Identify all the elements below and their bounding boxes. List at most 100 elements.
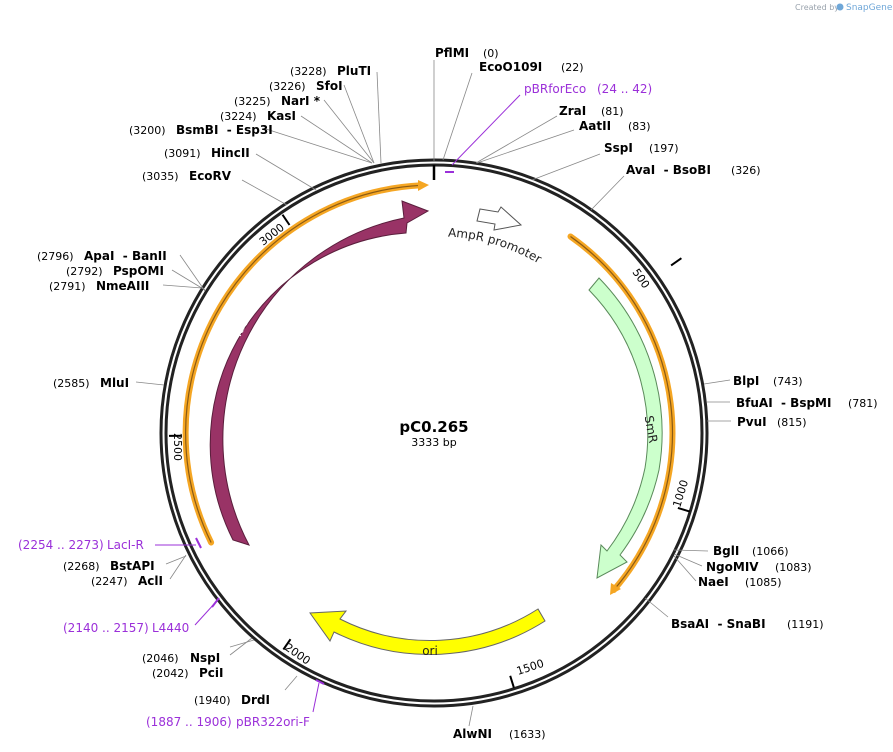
enzyme-position: (3224) (220, 110, 257, 123)
enzyme-position: (3226) (269, 80, 306, 93)
leader-pluti (376, 71, 382, 164)
enzyme-nmeaiii[interactable]: NmeAIII (2791) (49, 279, 149, 293)
enzyme-position: (3200) (129, 124, 166, 137)
enzyme-zrai[interactable]: ZraI (81) (559, 104, 624, 118)
leader-bsmbi (265, 128, 373, 164)
primer-laci-r[interactable]: (2254 .. 2273) LacI-R (18, 538, 144, 552)
enzyme-bsmbi-esp3i[interactable]: BsmBI - Esp3I (3200) (129, 123, 273, 137)
laci-highlight-arrowhead (418, 180, 429, 191)
enzyme-position: (326) (731, 164, 761, 177)
enzyme-avai-bsobi[interactable]: AvaI - BsoBI (326) (626, 163, 761, 177)
enzyme-position: (3228) (290, 65, 327, 78)
enzyme-ngomiv[interactable]: NgoMIV (1083) (706, 560, 812, 574)
enzyme-position: (2796) (37, 250, 74, 263)
ampr-promoter-arrow[interactable] (476, 206, 523, 231)
enzyme-hincii[interactable]: HincII (3091) (164, 146, 250, 160)
enzyme-name: KasI (267, 109, 296, 123)
enzyme-position: (3091) (164, 147, 201, 160)
enzyme-naei[interactable]: NaeI (1085) (698, 575, 782, 589)
primer-leader-lines (155, 94, 521, 713)
enzyme-name: NgoMIV (706, 560, 759, 574)
enzyme-aatii[interactable]: AatII (83) (579, 119, 651, 133)
enzyme-name: NarI * (281, 94, 321, 108)
enzyme-position: (1940) (194, 694, 231, 707)
credit-prefix: Created by (795, 3, 839, 12)
primer-marker-laci-r (195, 537, 202, 549)
enzyme-position: (2247) (91, 575, 128, 588)
leader-pbr322ori-f (312, 682, 320, 713)
enzyme-drdi[interactable]: DrdI (1940) (194, 693, 270, 707)
enzyme-position: (2585) (53, 377, 90, 390)
enzyme-position: (2792) (66, 265, 103, 278)
highlight-arcs (182, 180, 676, 595)
enzyme-apai-banii[interactable]: ApaI - BanII (2796) (37, 249, 167, 263)
leader-mlui (135, 381, 165, 386)
leader-kasi (300, 115, 373, 164)
enzyme-position: (197) (649, 142, 679, 155)
snapgene-logo-icon (836, 3, 844, 11)
primer-l4440[interactable]: (2140 .. 2157) L4440 (63, 621, 189, 635)
enzyme-ecorv[interactable]: EcoRV (3035) (142, 169, 232, 183)
primer-pbrforeco[interactable]: pBRforEco (24 .. 42) (524, 82, 652, 96)
leader-ngomiv (673, 553, 703, 567)
enzyme-position: (1191) (787, 618, 824, 631)
primer-name: pBRforEco (524, 82, 586, 96)
enzyme-name: PciI (199, 666, 224, 680)
enzyme-name: PflMI (435, 46, 469, 60)
leader-pcii (229, 639, 255, 648)
leader-avai (590, 175, 625, 211)
laci-arrow[interactable] (209, 200, 430, 546)
enzyme-kasi[interactable]: KasI (3224) (220, 109, 296, 123)
enzyme-pvui[interactable]: PvuI (815) (737, 415, 807, 429)
enzyme-name: MluI (100, 376, 129, 390)
primer-name: pBR322ori-F (236, 715, 310, 729)
tick-mark-1000 (677, 506, 691, 513)
enzyme-position: (2046) (142, 652, 179, 665)
enzyme-ecoo109i[interactable]: EcoO109I (22) (479, 60, 584, 74)
enzyme-name: DrdI (241, 693, 270, 707)
position-ticks: 500 1000 1500 2000 2500 3000 (168, 214, 691, 688)
enzyme-sfoi[interactable]: SfoI (3226) (269, 79, 343, 93)
enzyme-name: NmeAIII (96, 279, 149, 293)
enzyme-bsaai-snabi[interactable]: BsaAI - SnaBI (1191) (671, 617, 824, 631)
primer-range: (1887 .. 1906) (146, 715, 232, 729)
leader-ecoo109i (442, 72, 473, 161)
enzyme-bfuai-bspmi[interactable]: BfuAI - BspMI (781) (736, 396, 878, 410)
enzyme-name: SspI (604, 141, 633, 155)
enzyme-pcii[interactable]: PciI (2042) (152, 666, 224, 680)
enzyme-nspi[interactable]: NspI (2046) (142, 651, 220, 665)
enzyme-mlui[interactable]: MluI (2585) (53, 376, 129, 390)
enzyme-pluti[interactable]: PluTI (3228) (290, 64, 371, 78)
enzyme-acli[interactable]: AclI (2247) (91, 574, 163, 588)
leader-blpi (703, 379, 731, 385)
enzyme-name: SfoI (316, 79, 343, 93)
leader-acli (169, 554, 187, 580)
enzyme-pflmi[interactable]: PflMI (0) (435, 46, 499, 60)
primer-range: (2140 .. 2157) (63, 621, 149, 635)
smr-arrow[interactable] (588, 277, 663, 579)
enzyme-name: BsmBI - Esp3I (176, 123, 273, 137)
leader-hincii (255, 153, 317, 191)
tick-label-1500: 1500 (515, 657, 546, 678)
leader-naei (673, 555, 697, 582)
tick-label-1000: 1000 (670, 478, 691, 509)
enzyme-position: (81) (601, 105, 624, 118)
enzyme-sspi[interactable]: SspI (197) (604, 141, 679, 155)
enzyme-blpi[interactable]: BlpI (743) (733, 374, 803, 388)
enzyme-position: (743) (773, 375, 803, 388)
enzyme-position: (1085) (745, 576, 782, 589)
primer-range: (2254 .. 2273) (18, 538, 104, 552)
enzyme-position: (2268) (63, 560, 100, 573)
enzyme-name: PluTI (337, 64, 371, 78)
enzyme-name: ApaI - BanII (84, 249, 167, 263)
enzyme-bgli[interactable]: BglI (1066) (713, 544, 789, 558)
enzyme-bstapi[interactable]: BstAPI (2268) (63, 559, 155, 573)
tick-mark-2000 (282, 638, 292, 651)
primer-pbr322ori-f[interactable]: (1887 .. 1906) pBR322ori-F (146, 715, 310, 729)
enzyme-alwni[interactable]: AlwNI (1633) (453, 727, 546, 741)
laci-label: lacI (230, 314, 252, 339)
ori-arrow[interactable] (309, 608, 546, 655)
enzyme-pspomi[interactable]: PspOMI (2792) (66, 264, 164, 278)
enzyme-nari[interactable]: NarI * (3225) (234, 94, 321, 108)
